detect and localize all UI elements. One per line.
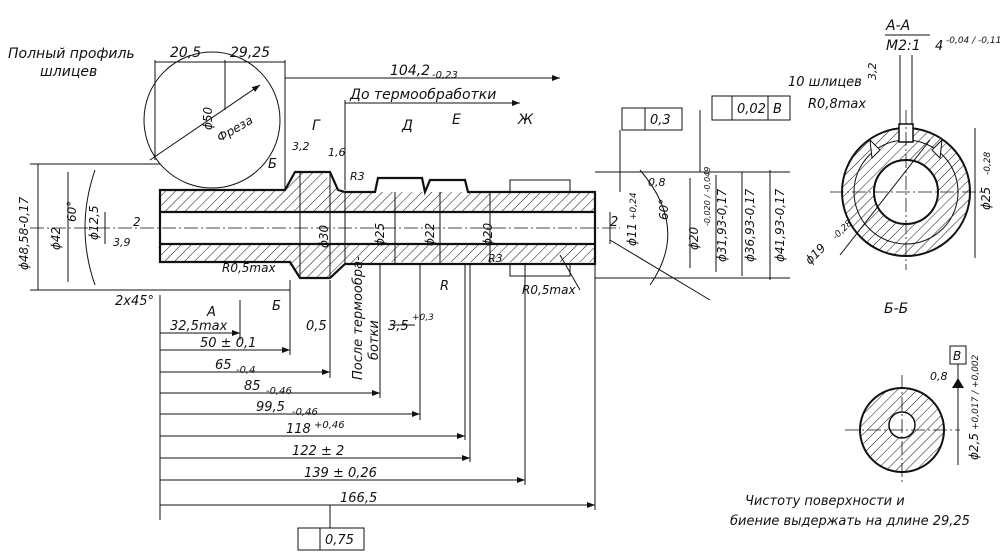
dim-3-5-tol: +0,3 (412, 313, 434, 323)
d4858: ϕ48,58-0,17 (17, 196, 31, 270)
rough-32-g: 3,2 (292, 140, 310, 153)
d11: ϕ11 (625, 223, 639, 246)
letter-d: Д (401, 118, 413, 134)
bb-rough: 0,8 (930, 370, 948, 383)
note-bottom-2: биение выдержать на длине 29,25 (730, 514, 970, 529)
d3693: ϕ36,93-0,17 (743, 188, 757, 262)
note-profile-1: Полный профиль (8, 46, 135, 62)
dim-118-tol: +0,46 (314, 420, 345, 431)
dim-29-25: 29,25 (230, 45, 270, 61)
letter-r: R (440, 279, 449, 294)
section-aa-title: А-А (885, 18, 910, 34)
cutter-circle (143, 51, 281, 189)
dim-2x45: 2x45° (115, 294, 154, 309)
d3193: ϕ31,93-0,17 (715, 188, 729, 262)
dim-85: 85 (244, 379, 261, 394)
d125: ϕ12,5 (87, 205, 101, 240)
width-label: 4 (935, 39, 943, 54)
r05-left: R0,5max (222, 261, 276, 275)
rough-16-g: 1,6 (328, 146, 346, 159)
dim-32-5max: 32,5max (170, 319, 228, 334)
r3-top: R3 (350, 170, 365, 183)
letter-a-bottom: А (206, 305, 216, 320)
datum-letter: В (953, 349, 961, 363)
runout-frame-075 (297, 527, 365, 551)
r3-bottom: R3 (488, 252, 503, 265)
dim-3-5: 3,5 (388, 319, 409, 334)
d42: ϕ42 (49, 227, 63, 250)
d20-tol-label: ϕ20 (687, 226, 701, 250)
dim-139: 139 ± 0,26 (304, 466, 377, 481)
d20-tol-value: -0,020 / -0,049 (703, 167, 712, 226)
dim-104-2-tol: -0,23 (432, 70, 458, 81)
dim-118: 118 (286, 422, 311, 437)
a60-right: 60° (657, 199, 671, 220)
position-frame-002 (711, 95, 791, 121)
rough-08-right: 0,8 (648, 176, 666, 189)
dim-166-5: 166,5 (340, 491, 377, 506)
freza-label: Фреза (215, 113, 256, 145)
pos-002-value: 0,02 (737, 102, 766, 117)
r05-right: R0,5max (522, 283, 576, 297)
section-a-a (830, 34, 985, 270)
runout-frame-03 (621, 107, 683, 131)
a60-left: 60° (65, 201, 79, 222)
d11-tol: +0,24 (629, 192, 639, 220)
d25-label: ϕ25 (979, 187, 993, 210)
left-diameters (30, 163, 290, 291)
d25b-tol: +0,017 / +0,002 (971, 354, 981, 430)
d22: ϕ22 (423, 223, 437, 246)
note-profile-2: шлицев (40, 64, 97, 80)
shaft-main-view (30, 170, 620, 280)
dim-99-5-tol: -0,46 (292, 407, 318, 418)
section-bb-title: Б-Б (884, 301, 908, 317)
width-tol: -0,04 / -0,11 (946, 36, 1000, 46)
r08-label: R0,8max (808, 97, 866, 112)
d19-label: ϕ19 (802, 241, 828, 267)
letter-e: Е (452, 112, 461, 128)
d4193: ϕ41,93-0,17 (773, 188, 787, 262)
d25-main: ϕ25 (373, 223, 387, 246)
dim-0-5: 0,5 (306, 319, 327, 334)
tolerance-frames (297, 95, 791, 551)
pos-002-datum: В (773, 102, 782, 117)
note-after-heat-1: После термообра- (351, 256, 366, 380)
runout-075-value: 0,75 (325, 533, 354, 548)
dim-65-tol: -0,4 (236, 365, 256, 376)
note-before-heat: До термообработки (349, 87, 496, 103)
section-b-b (845, 345, 967, 485)
d25b-label: ϕ2,5 (967, 433, 981, 460)
dim-104-2: 104,2 (390, 63, 430, 79)
d20: ϕ20 (481, 222, 495, 246)
d30: ϕ30 (317, 224, 331, 248)
note-bottom-1: Чистоту поверхности и (745, 494, 905, 509)
dim-122: 122 ± 2 (292, 444, 344, 459)
letter-b-top: Б (268, 157, 277, 172)
dim-85-tol: -0,46 (266, 386, 292, 397)
d2-left: 2 (133, 215, 141, 229)
dim-65: 65 (215, 358, 232, 373)
letter-zh: Ж (517, 112, 534, 128)
right-diameters (559, 110, 790, 301)
dim-20-5: 20,5 (170, 45, 201, 61)
top-dimensions (154, 60, 560, 190)
r39: 3,9 (113, 236, 131, 249)
runout-03-value: 0,3 (650, 113, 671, 128)
dim-50: 50 ± 0,1 (200, 336, 256, 351)
letter-b-bottom: Б (272, 299, 281, 314)
aa-rough: 3,2 (866, 63, 879, 81)
section-aa-scale: М2:1 (886, 38, 921, 54)
splines-label: 10 шлицев (788, 75, 862, 90)
length-dimensions (159, 265, 596, 520)
dim-99-5: 99,5 (256, 400, 285, 415)
letter-g: Г (312, 118, 321, 134)
d2-right: 2 (610, 215, 618, 230)
note-after-heat-2: ботки (367, 320, 382, 360)
d50: ϕ50 (201, 106, 215, 130)
d25-tol: -0,28 (983, 151, 993, 175)
